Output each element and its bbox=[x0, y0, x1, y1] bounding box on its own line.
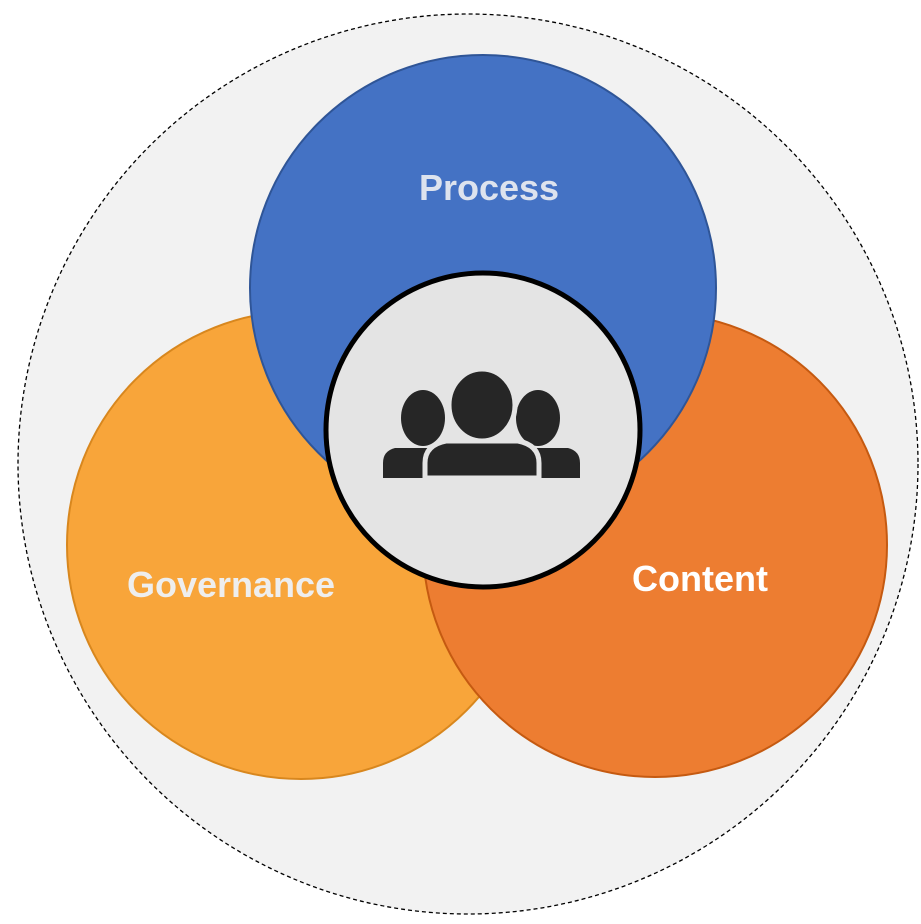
process-label: Process bbox=[419, 167, 559, 208]
governance-label: Governance bbox=[127, 564, 335, 605]
content-label: Content bbox=[632, 558, 768, 599]
people-group-icon bbox=[383, 366, 580, 481]
